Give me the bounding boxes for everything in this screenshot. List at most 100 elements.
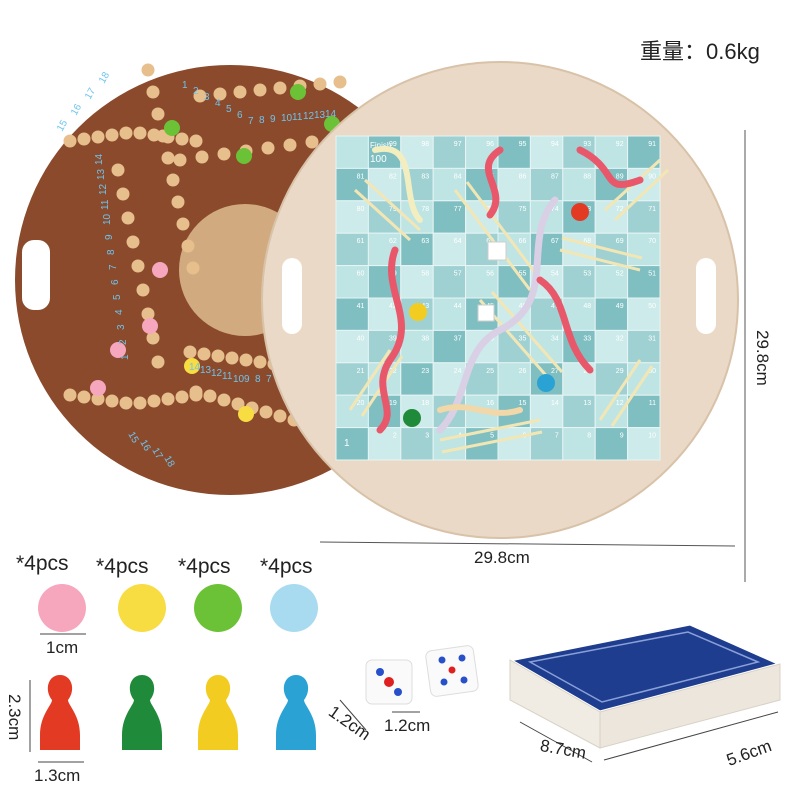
grid-cell-number: 32 bbox=[616, 335, 624, 342]
grid-cell-number: 64 bbox=[454, 238, 462, 245]
grid-cell-number: 50 bbox=[648, 303, 656, 310]
pink-ball bbox=[38, 584, 86, 632]
blue-pawn bbox=[276, 675, 316, 750]
grid-cell-number: 63 bbox=[421, 238, 429, 245]
track-number: 16 bbox=[69, 102, 84, 118]
blue-piece-on-board bbox=[537, 374, 555, 392]
grid-cell-number: 46 bbox=[519, 303, 527, 310]
board-hole bbox=[119, 396, 133, 410]
board-hole bbox=[259, 405, 273, 419]
board-hole bbox=[176, 217, 190, 231]
track-number: 3 bbox=[116, 324, 127, 330]
track-number: 18 bbox=[97, 70, 112, 86]
board-hole bbox=[333, 75, 347, 89]
grid-cell bbox=[594, 362, 629, 396]
board-ball bbox=[152, 262, 168, 278]
grid-cell-number: 86 bbox=[519, 173, 527, 180]
ladder bbox=[439, 418, 543, 454]
grid-cell bbox=[400, 265, 434, 299]
snake bbox=[484, 146, 504, 219]
track-number: 14 bbox=[94, 153, 105, 165]
board-hole bbox=[105, 128, 119, 142]
red-piece-on-board bbox=[571, 203, 589, 221]
track-number: 13 bbox=[96, 168, 107, 180]
board-hole bbox=[141, 307, 155, 321]
finish-number: 100 bbox=[370, 154, 387, 165]
weight-label: 重量：0.6kg bbox=[640, 39, 760, 64]
yellow-ball bbox=[118, 584, 166, 632]
snake bbox=[437, 404, 523, 416]
track-number: 15 bbox=[55, 118, 70, 134]
snake bbox=[536, 276, 594, 374]
board-hole bbox=[273, 409, 287, 423]
grid-cell-number: 84 bbox=[454, 173, 462, 180]
grid-cell-number: 48 bbox=[583, 303, 591, 310]
grid-cell-number: 13 bbox=[583, 400, 591, 407]
track-number: 1 bbox=[120, 354, 131, 360]
board-hole bbox=[217, 393, 231, 407]
board-ball bbox=[290, 84, 306, 100]
grid-cell-number: 55 bbox=[519, 271, 527, 278]
grid-cell bbox=[627, 232, 661, 267]
grid-cell bbox=[497, 362, 531, 396]
board-hole bbox=[283, 138, 297, 152]
board-hole bbox=[225, 351, 239, 365]
board-hole bbox=[181, 239, 195, 253]
track-number: 18 bbox=[161, 454, 176, 470]
snakes bbox=[372, 145, 644, 434]
ladders bbox=[348, 158, 670, 454]
track-number: 8 bbox=[255, 374, 261, 385]
track-number: 14 bbox=[325, 109, 337, 120]
grid-cell-number: 38 bbox=[421, 335, 429, 342]
grid-cell-number: 25 bbox=[486, 368, 494, 375]
track-number: 3 bbox=[204, 92, 210, 103]
track-number: 7 bbox=[266, 374, 272, 385]
board-hole bbox=[213, 87, 227, 101]
track-number: 13 bbox=[314, 110, 326, 121]
board-hole bbox=[211, 349, 225, 363]
grid-cell-number: 96 bbox=[486, 141, 494, 148]
board-hole bbox=[166, 173, 180, 187]
board-hole bbox=[131, 259, 145, 273]
wood-board-handle-left bbox=[282, 258, 302, 334]
brown-board-balls bbox=[90, 84, 340, 422]
grid-cell-number: 41 bbox=[357, 303, 365, 310]
track-number: 10 bbox=[281, 113, 293, 124]
grid-cell-number: 27 bbox=[551, 368, 559, 375]
grid-cell-number: 89 bbox=[616, 173, 624, 180]
grid-cell-number: 21 bbox=[357, 368, 365, 375]
green-ball-count: *4pcs bbox=[178, 555, 231, 578]
board-hole bbox=[173, 153, 187, 167]
grid-cell-number: 15 bbox=[519, 400, 527, 407]
track-number: 8 bbox=[259, 115, 265, 126]
grid-cell-number: 39 bbox=[389, 335, 397, 342]
grid-cell-number: 20 bbox=[357, 400, 365, 407]
grid-cell-number: 31 bbox=[648, 335, 656, 342]
grid-cell-number: 58 bbox=[421, 271, 429, 278]
grid-cell-number: 80 bbox=[357, 206, 365, 213]
grid-cell-number: 19 bbox=[389, 400, 397, 407]
die-pip bbox=[448, 666, 456, 674]
track-number: 7 bbox=[248, 116, 254, 127]
die-pip bbox=[384, 677, 394, 687]
grid-cell-number: 33 bbox=[583, 335, 591, 342]
track-number: 6 bbox=[237, 110, 243, 121]
green-piece-on-board bbox=[403, 409, 421, 427]
grid-cell-number: 34 bbox=[551, 335, 559, 342]
grid-cell-number: 52 bbox=[616, 271, 624, 278]
ladder bbox=[353, 178, 422, 242]
grid-cell-number: 60 bbox=[357, 271, 365, 278]
grid-cell-number: 88 bbox=[583, 173, 591, 180]
finish-label: Finish bbox=[370, 141, 391, 150]
grid-cell-number: 67 bbox=[551, 238, 559, 245]
grid-cell-number: 70 bbox=[648, 238, 656, 245]
board-hole bbox=[63, 134, 77, 148]
snake bbox=[576, 146, 644, 188]
grid-cell-number: 30 bbox=[648, 368, 656, 375]
board-hole bbox=[77, 390, 91, 404]
board-hole bbox=[305, 135, 319, 149]
dice bbox=[339, 645, 479, 731]
board-hole bbox=[63, 388, 77, 402]
grid-cell-number: 56 bbox=[486, 271, 494, 278]
grid-cell-number: 29 bbox=[616, 368, 624, 375]
